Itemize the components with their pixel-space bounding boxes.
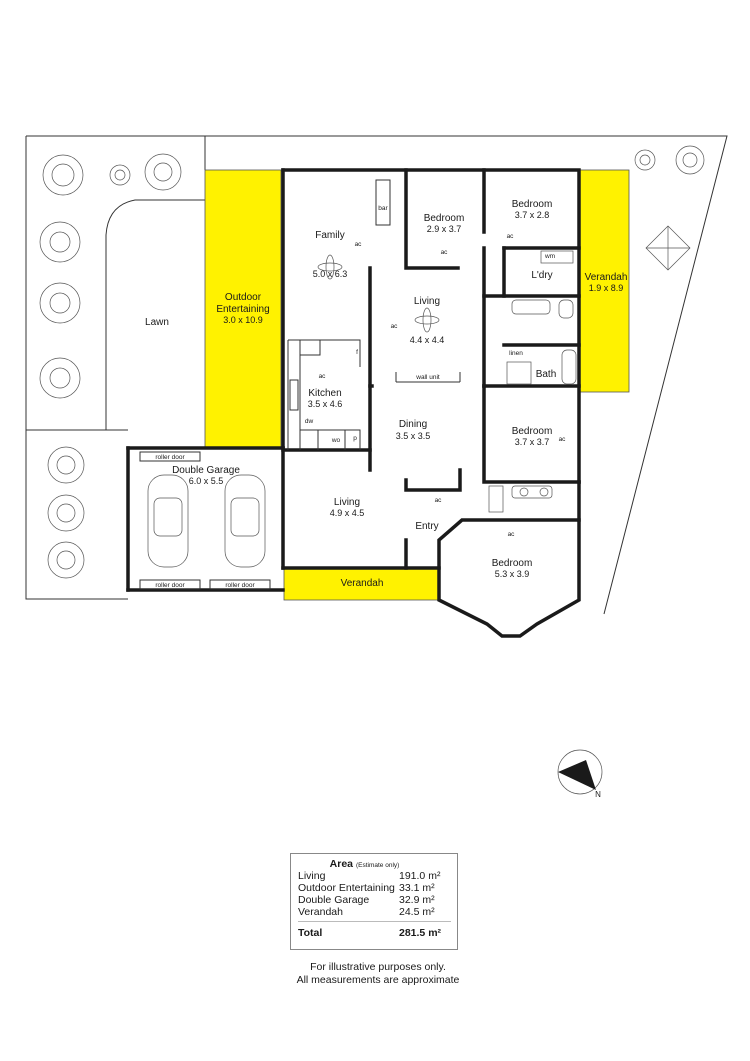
room-label-dining: Dining	[399, 419, 427, 430]
area-row: Verandah 24.5 m²	[298, 906, 451, 918]
area-title: Area (Estimate only)	[278, 858, 451, 870]
room-size-outdoor: 3.0 x 10.9	[223, 315, 263, 325]
disclaimer-line-1: For illustrative purposes only.	[310, 961, 446, 973]
room-label-outdoor-2: Entertaining	[216, 304, 269, 315]
area-row-value: 32.9 m²	[399, 894, 435, 906]
area-summary-table: Area (Estimate only) Living 191.0 m² Out…	[290, 853, 458, 950]
fixture-wall-unit: wall unit	[415, 374, 440, 381]
room-label-bedroom-ne: Bedroom	[512, 199, 553, 210]
ceiling-fan-icon	[317, 254, 440, 333]
room-label-bedroom-front: Bedroom	[424, 213, 465, 224]
room-size-bedroom-ne: 3.7 x 2.8	[515, 210, 550, 220]
area-row-label: Outdoor Entertaining	[298, 882, 395, 894]
room-size-bedroom-front: 2.9 x 3.7	[427, 224, 462, 234]
room-label-bedroom-master: Bedroom	[492, 558, 533, 569]
room-label-living-front: Living	[334, 497, 360, 508]
room-size-living-centre: 4.4 x 4.4	[410, 335, 445, 345]
disclaimer: For illustrative purposes only. All meas…	[250, 961, 506, 987]
fixture-p: p	[353, 435, 357, 442]
fixture-ac-living: ac	[391, 323, 399, 330]
fixture-linen: linen	[509, 350, 523, 357]
room-label-laundry: L'dry	[531, 270, 552, 281]
area-row-label: Verandah	[298, 906, 343, 918]
fixture-ac-bed3: ac	[559, 436, 567, 443]
fixture-ac-entry: ac	[435, 497, 443, 504]
bathroom-fixtures	[488, 250, 577, 513]
area-row-value: 33.1 m²	[399, 882, 435, 894]
fixture-f: f	[356, 349, 358, 356]
fixture-ac-bed2: ac	[507, 233, 515, 240]
area-row: Living 191.0 m²	[298, 870, 451, 882]
area-title-note: (Estimate only)	[355, 862, 400, 869]
area-row: Outdoor Entertaining 33.1 m²	[298, 882, 451, 894]
room-label-family: Family	[315, 230, 344, 241]
area-row-label: Living	[298, 870, 326, 882]
fixture-wo: wo	[331, 437, 341, 444]
house-walls	[281, 168, 581, 638]
room-size-garage: 6.0 x 5.5	[189, 476, 224, 486]
disclaimer-line-2: All measurements are approximate	[296, 974, 460, 986]
fixture-ac-bed1: ac	[441, 249, 449, 256]
garage-roller-door-left: roller door	[155, 582, 185, 589]
room-size-verandah-side: 1.9 x 8.9	[589, 283, 624, 293]
room-size-bedroom-master: 5.3 x 3.9	[495, 569, 530, 579]
room-label-kitchen: Kitchen	[308, 388, 341, 399]
garage-roller-door-top: roller door	[155, 454, 185, 461]
room-label-bath: Bath	[536, 369, 557, 380]
area-divider	[298, 921, 451, 922]
compass-north-label: N	[595, 790, 601, 799]
kitchen-benches	[287, 339, 361, 450]
room-size-bedroom-east: 3.7 x 3.7	[515, 437, 550, 447]
area-row-value: 191.0 m²	[399, 870, 441, 882]
tree-icons	[39, 145, 705, 579]
area-total-value: 281.5 m²	[399, 927, 442, 939]
room-label-bedroom-east: Bedroom	[512, 426, 553, 437]
room-label-outdoor-1: Outdoor	[225, 292, 262, 303]
room-size-family: 5.0 x 6.3	[313, 269, 348, 279]
gazebo-icon	[645, 225, 691, 271]
fixture-ac-master: ac	[508, 531, 516, 538]
north-compass-icon: N	[557, 749, 603, 799]
room-label-lawn: Lawn	[145, 317, 169, 328]
room-label-entry: Entry	[415, 521, 438, 532]
fixture-bar: bar	[378, 205, 388, 212]
room-label-garage: Double Garage	[172, 465, 240, 476]
room-size-living-front: 4.9 x 4.5	[330, 508, 365, 518]
room-label-verandah-front: Verandah	[341, 578, 384, 589]
room-label-living-centre: Living	[414, 296, 440, 307]
lawn-edge	[105, 199, 205, 430]
garage-roller-door-right: roller door	[225, 582, 255, 589]
room-size-kitchen: 3.5 x 4.6	[308, 399, 343, 409]
room-size-dining: 3.5 x 3.5	[396, 431, 431, 441]
area-title-text: Area	[329, 858, 354, 870]
fixture-ac-family: ac	[355, 241, 363, 248]
fixture-dw: dw	[305, 418, 314, 425]
garage-walls	[126, 446, 285, 592]
area-row-label: Double Garage	[298, 894, 370, 906]
area-row-value: 24.5 m²	[399, 906, 435, 918]
area-total-label: Total	[298, 927, 323, 939]
car-icons	[147, 474, 266, 568]
fixture-ac-kitchen: ac	[319, 373, 327, 380]
room-label-verandah-side: Verandah	[585, 272, 628, 283]
area-row: Double Garage 32.9 m²	[298, 894, 451, 906]
area-total-row: Total 281.5 m²	[298, 927, 451, 939]
fixture-wm: wm	[544, 253, 555, 260]
